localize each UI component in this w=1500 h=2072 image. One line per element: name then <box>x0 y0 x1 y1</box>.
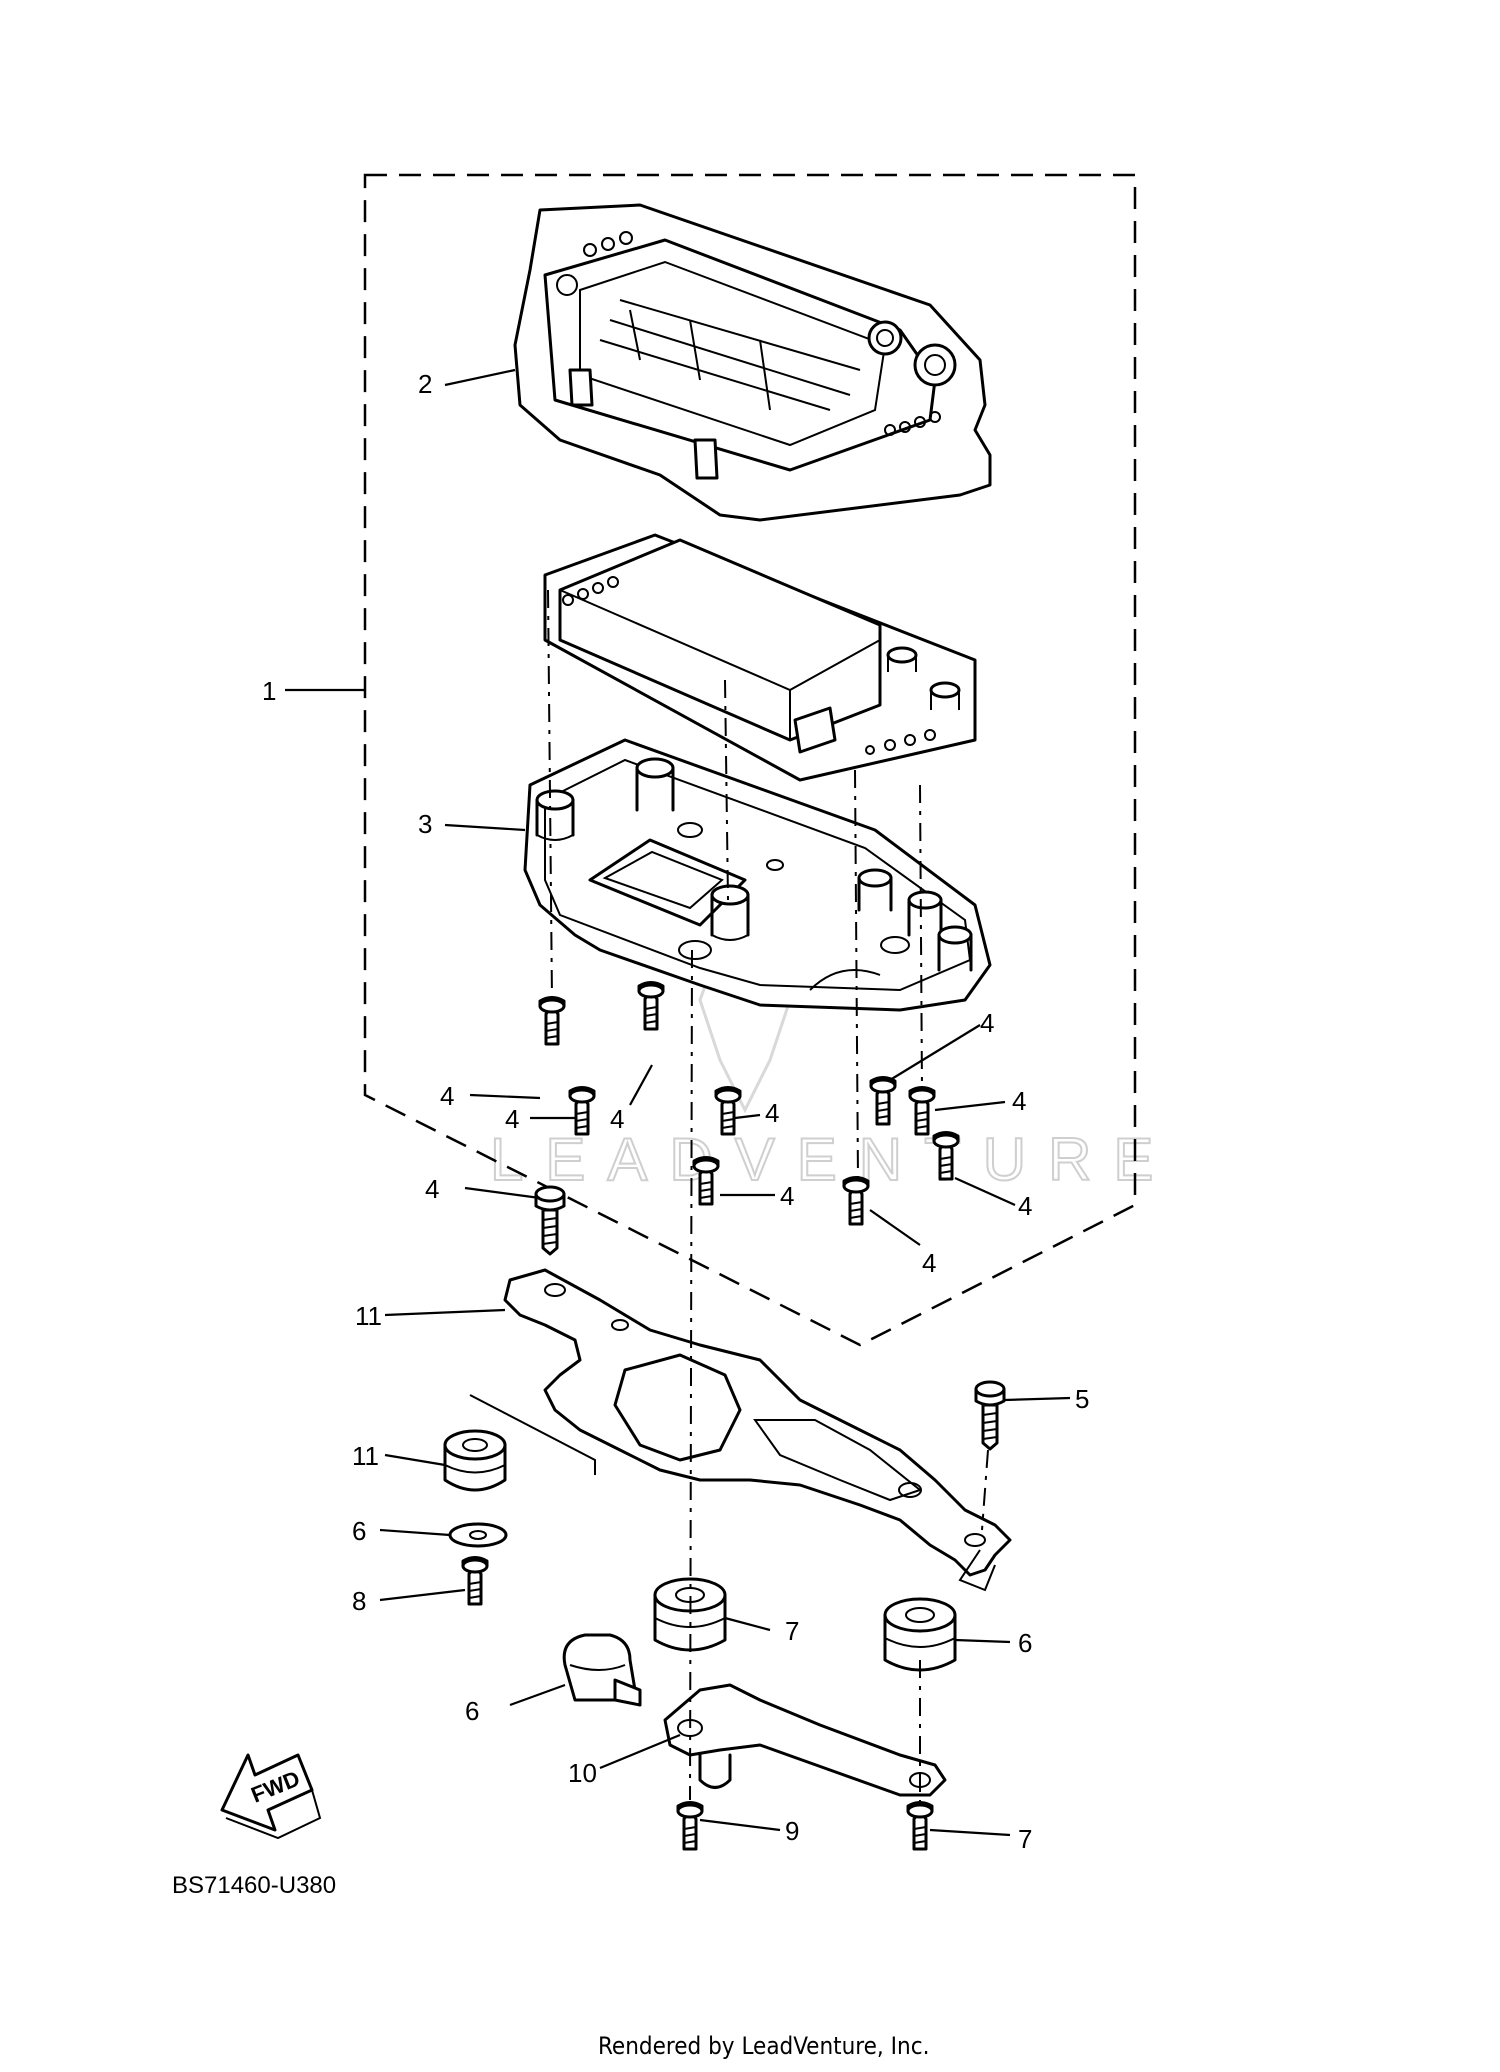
callout-6-center: 7 <box>785 1616 799 1646</box>
center-lines <box>547 589 989 1805</box>
callout-7-center: 9 <box>785 1816 799 1846</box>
callout-7-right: 7 <box>1018 1824 1032 1854</box>
callout-8: 6 <box>352 1516 366 1546</box>
callout-4-e: 4 <box>980 1008 994 1038</box>
bolt-11-right <box>974 1380 1006 1451</box>
callout-4-i: 4 <box>922 1248 936 1278</box>
part-5-bracket <box>503 1268 1012 1592</box>
callout-4-b: 4 <box>610 1104 624 1134</box>
part-10-clamp <box>562 1633 642 1707</box>
callout-4-h: 4 <box>780 1181 794 1211</box>
callout-4-d: 4 <box>765 1098 779 1128</box>
callout-1: 1 <box>262 676 276 706</box>
screw-7-center <box>676 1801 704 1851</box>
screw-7-right <box>906 1801 934 1851</box>
part-9-stay <box>663 1683 947 1797</box>
callout-7-left: 8 <box>352 1586 366 1616</box>
render-credit: Rendered by LeadVenture, Inc. <box>598 2032 929 2060</box>
callout-10: 6 <box>465 1696 479 1726</box>
callout-2: 2 <box>418 369 432 399</box>
watermark-text: LEADVENTURE <box>490 1126 1175 1193</box>
callout-4-c: 4 <box>505 1104 519 1134</box>
part-6-damper-right <box>883 1597 957 1672</box>
bracket-reference-line <box>469 1394 596 1475</box>
callout-3: 3 <box>418 809 432 839</box>
screw-4-b <box>637 981 665 1031</box>
part-8-washer <box>448 1522 508 1548</box>
callout-6-right: 6 <box>1018 1628 1032 1658</box>
screw-4-f <box>869 1076 897 1126</box>
callout-4-f: 4 <box>1012 1086 1026 1116</box>
callout-9: 10 <box>568 1758 597 1788</box>
part-6-damper-left <box>443 1429 507 1492</box>
callout-4-a: 4 <box>440 1081 454 1111</box>
part-3-meter-case <box>523 738 992 1012</box>
leader-lines <box>285 368 1071 1837</box>
callout-5: 11 <box>355 1301 382 1331</box>
callout-6-left: 11 <box>352 1441 379 1471</box>
assembly-boundary <box>363 173 1137 1347</box>
callout-4-g: 4 <box>1018 1191 1032 1221</box>
diagram-code: BS71460-U380 <box>172 1872 336 1899</box>
circuit-board <box>543 533 977 782</box>
watermark: LEADVENTURE <box>489 917 1175 1194</box>
callouts: 1 2 3 4 4 4 4 4 4 4 4 4 4 11 5 11 6 8 7 … <box>262 369 1089 1854</box>
callout-11-left: 4 <box>425 1174 439 1204</box>
screw-4-a <box>538 996 566 1046</box>
callout-11-right: 5 <box>1075 1384 1089 1414</box>
screw-4-i <box>842 1176 870 1226</box>
bolt-11-left <box>534 1185 566 1256</box>
screw-7-left <box>461 1556 489 1606</box>
fwd-arrow: FWD <box>220 1753 322 1840</box>
part-2-meter-cover <box>513 203 992 522</box>
